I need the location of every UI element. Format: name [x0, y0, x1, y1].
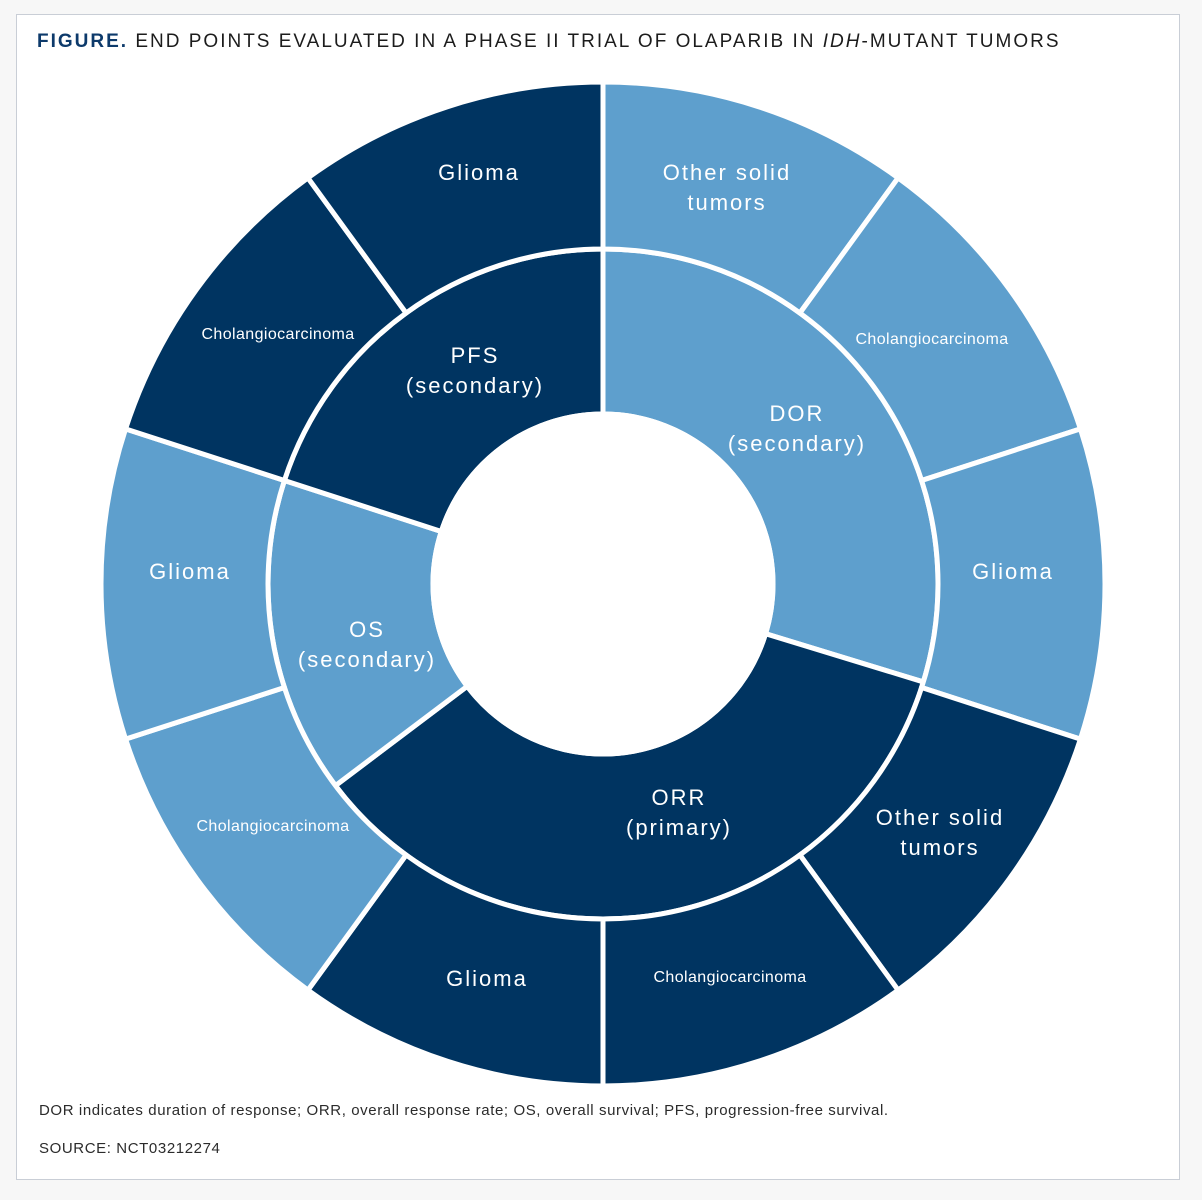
figure-title-suffix: -MUTANT TUMORS — [861, 31, 1061, 52]
endpoint-label-line: ORR — [652, 785, 707, 810]
tumor-label-orr-cholangio: Cholangiocarcinoma — [653, 969, 806, 986]
tumor-label-pfs-cholangio: Cholangiocarcinoma — [201, 326, 354, 343]
endpoint-label-line: (secondary) — [298, 647, 436, 672]
tumor-label-dor-other: Other solid tumors — [663, 160, 791, 215]
tumor-label-line: Glioma — [446, 966, 528, 991]
tumor-segment-os-glioma — [98, 425, 288, 743]
tumor-label-dor-cholangio: Cholangiocarcinoma — [855, 331, 1008, 348]
endpoint-label-orr: ORR (primary) — [626, 785, 732, 840]
endpoint-label-line: (primary) — [626, 815, 732, 840]
tumor-label-line: Glioma — [149, 559, 231, 584]
figure-label: FIGURE. — [37, 31, 129, 52]
endpoint-label-line: OS — [349, 617, 385, 642]
tumor-label-line: Glioma — [972, 559, 1054, 584]
tumor-label-os-glioma: Glioma — [149, 559, 231, 584]
endpoint-label-line: (secondary) — [728, 431, 866, 456]
endpoint-label-pfs: PFS (secondary) — [406, 343, 544, 398]
tumor-label-line: Cholangiocarcinoma — [201, 326, 354, 343]
tumor-label-pfs-glioma: Glioma — [438, 160, 520, 185]
source-note: SOURCE: NCT03212274 — [39, 1140, 221, 1157]
figure-title: FIGURE. END POINTS EVALUATED IN A PHASE … — [37, 31, 1061, 53]
tumor-label-line: Cholangiocarcinoma — [653, 969, 806, 986]
tumor-label-line: Glioma — [438, 160, 520, 185]
endpoint-label-line: (secondary) — [406, 373, 544, 398]
endpoint-label-line: PFS — [451, 343, 500, 368]
center-hole — [430, 411, 776, 757]
figure-title-gene: IDH — [822, 31, 862, 52]
abbreviation-footnote: DOR indicates duration of response; ORR,… — [39, 1102, 889, 1119]
tumor-label-line: Other solid — [876, 805, 1004, 830]
tumor-label-line: Other solid — [663, 160, 791, 185]
tumor-label-line: tumors — [900, 835, 979, 860]
tumor-label-line: Cholangiocarcinoma — [196, 818, 349, 835]
tumor-label-dor-glioma: Glioma — [972, 559, 1054, 584]
tumor-segment-pfs-glioma — [304, 79, 606, 317]
tumor-label-orr-glioma: Glioma — [446, 966, 528, 991]
endpoint-label-line: DOR — [770, 401, 825, 426]
endpoint-label-dor: DOR (secondary) — [728, 401, 866, 456]
tumor-label-os-cholangio: Cholangiocarcinoma — [196, 818, 349, 835]
tumor-label-line: tumors — [687, 190, 766, 215]
figure-title-text: END POINTS EVALUATED IN A PHASE II TRIAL… — [135, 31, 816, 52]
tumor-label-orr-other: Other solid tumors — [876, 805, 1004, 860]
endpoint-label-os: OS (secondary) — [298, 617, 436, 672]
tumor-label-line: Cholangiocarcinoma — [855, 331, 1008, 348]
tumor-segment-dor-glioma — [918, 425, 1108, 743]
